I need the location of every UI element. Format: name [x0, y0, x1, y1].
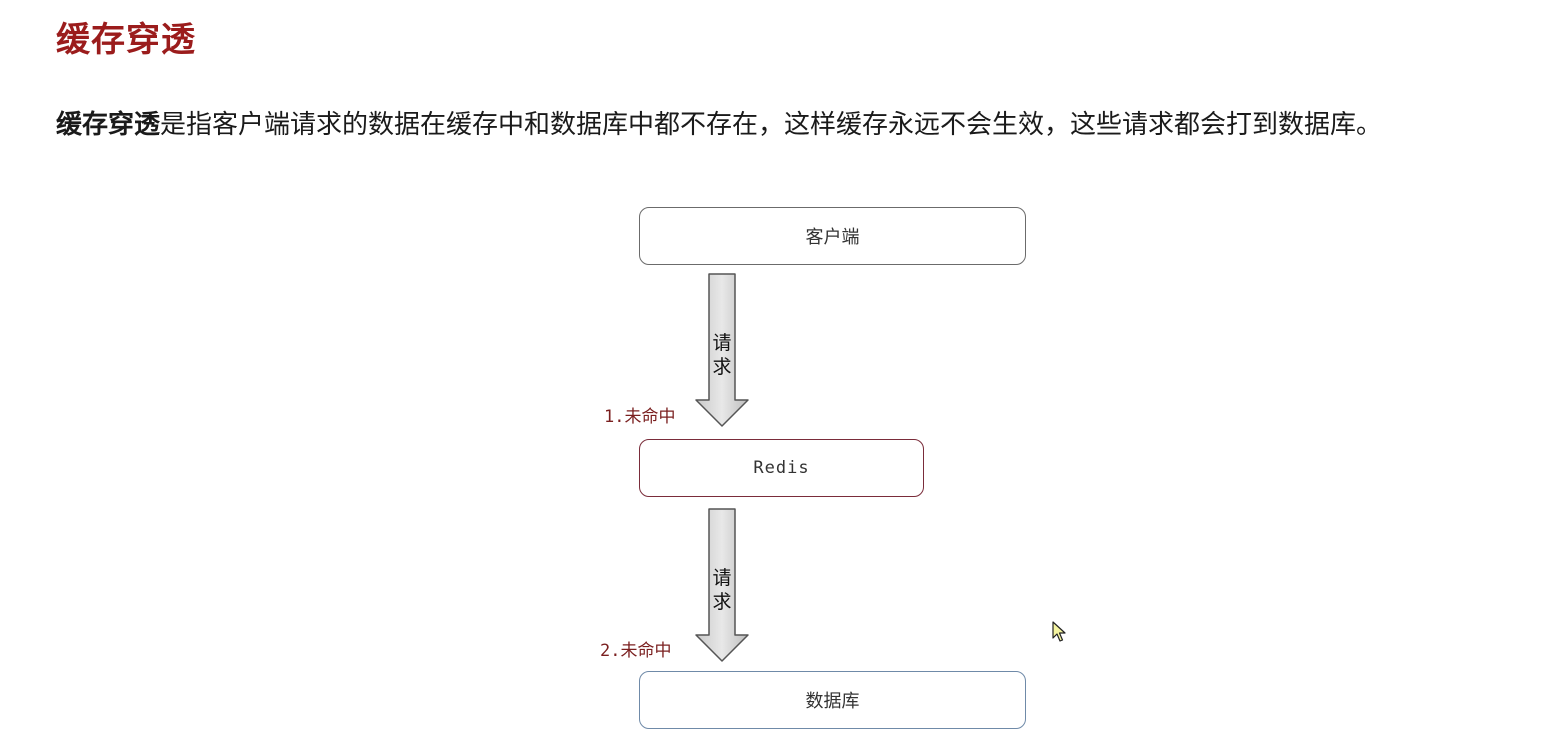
database-node: 数据库 — [639, 671, 1026, 729]
request-arrow-1-char-1: 请 — [712, 332, 732, 354]
request-arrow-2-char-2: 求 — [712, 591, 732, 613]
intro-text: 是指客户端请求的数据在缓存中和数据库中都不存在，这样缓存永远不会生效，这些请求都… — [160, 110, 1383, 140]
miss-label-2: 2.未命中 — [600, 641, 672, 661]
client-node: 客户端 — [639, 207, 1026, 265]
intro-term: 缓存穿透 — [56, 110, 161, 140]
redis-node-label: Redis — [753, 458, 810, 478]
request-arrow-1-label: 请 求 — [694, 331, 750, 379]
request-arrow-1-char-2: 求 — [712, 356, 732, 378]
miss-label-1: 1.未命中 — [604, 407, 676, 427]
client-node-label: 客户端 — [805, 227, 860, 248]
request-arrow-2-label: 请 求 — [694, 566, 750, 614]
mouse-pointer-icon — [1052, 621, 1066, 642]
request-arrow-2-char-1: 请 — [712, 567, 732, 589]
redis-node: Redis — [639, 439, 924, 497]
request-arrow-2 — [695, 508, 749, 662]
request-arrow-1 — [695, 273, 749, 427]
intro-paragraph: 缓存穿透是指客户端请求的数据在缓存中和数据库中都不存在，这样缓存永远不会生效，这… — [56, 104, 1382, 141]
database-node-label: 数据库 — [805, 691, 860, 712]
page-title: 缓存穿透 — [56, 20, 196, 60]
